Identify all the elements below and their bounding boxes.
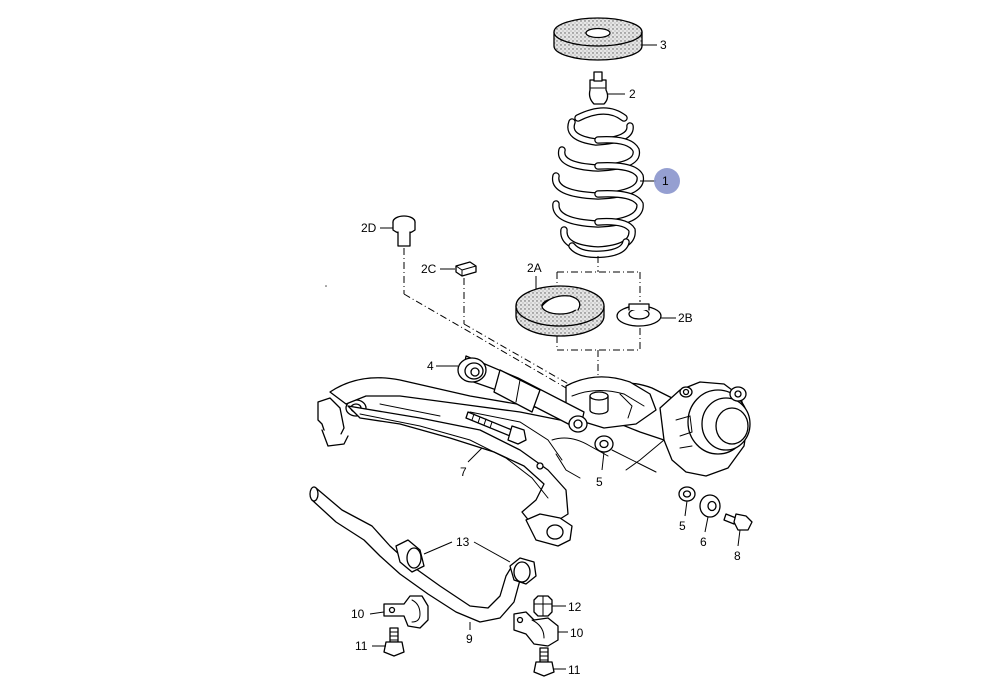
callout-8[interactable]: 8 <box>734 549 741 563</box>
shock-absorber-4[interactable] <box>436 355 588 433</box>
stop-2c[interactable] <box>440 261 573 387</box>
callout-11a[interactable]: 11 <box>355 639 368 653</box>
callout-2b[interactable]: 2B <box>678 311 693 325</box>
callout-1[interactable]: 1 <box>662 174 669 188</box>
rubber-pad-3[interactable] <box>553 17 657 61</box>
wheel-hub[interactable] <box>625 381 751 477</box>
callout-9[interactable]: 9 <box>466 632 473 646</box>
callout-2c[interactable]: 2C <box>421 262 437 276</box>
bolt-11-left[interactable] <box>372 627 405 657</box>
bushing-5-lower[interactable] <box>678 486 696 517</box>
callout-11b[interactable]: 11 <box>568 663 581 677</box>
callout-2a[interactable]: 2A <box>527 261 542 275</box>
callout-4[interactable]: 4 <box>427 359 434 373</box>
spring-washer-2b[interactable] <box>616 303 676 327</box>
callout-12[interactable]: 12 <box>568 600 582 614</box>
callout-5b[interactable]: 5 <box>679 519 686 533</box>
washer-6[interactable] <box>699 494 721 533</box>
coil-spring-1[interactable] <box>552 107 656 259</box>
bushing-5-upper[interactable] <box>594 435 657 473</box>
callout-10a[interactable]: 10 <box>351 607 365 621</box>
callout-13[interactable]: 13 <box>456 535 470 549</box>
spring-seat-2a[interactable] <box>515 285 605 337</box>
clip-2d[interactable] <box>380 215 581 397</box>
callout-2[interactable]: 2 <box>629 87 636 101</box>
bolt-7[interactable] <box>465 411 527 463</box>
callout-3[interactable]: 3 <box>660 38 667 52</box>
callout-10b[interactable]: 10 <box>570 626 584 640</box>
clamp-10-right[interactable] <box>513 611 568 647</box>
stray-dot <box>325 285 327 287</box>
stabilizer-bar-9[interactable] <box>309 486 537 630</box>
nut-12[interactable] <box>533 595 566 617</box>
callout-6[interactable]: 6 <box>700 535 707 549</box>
callout-5a[interactable]: 5 <box>596 475 603 489</box>
spring-perch <box>589 391 609 415</box>
hex-bolt-8[interactable] <box>723 513 753 547</box>
leader-13 <box>423 541 511 563</box>
bolt-11-right[interactable] <box>533 647 566 677</box>
bump-stop-2[interactable] <box>588 71 626 105</box>
callout-7[interactable]: 7 <box>460 465 467 479</box>
highlight-marker <box>654 168 680 194</box>
callout-2d[interactable]: 2D <box>361 221 377 235</box>
clamp-10-left[interactable] <box>369 595 429 629</box>
